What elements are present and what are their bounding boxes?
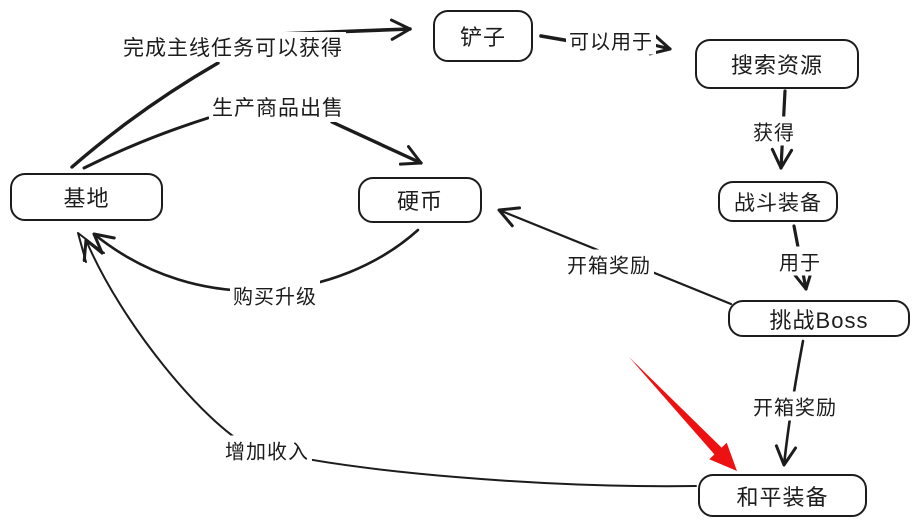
node-combat-gear: 战斗装备 [718, 181, 838, 222]
node-base-label: 基地 [63, 186, 110, 211]
node-shovel-label: 铲子 [459, 25, 506, 50]
node-coin-label: 硬币 [396, 189, 443, 214]
edge-label-obtain: 获得 [750, 116, 798, 146]
edge-base-to-coin-line [82, 116, 210, 170]
node-combat-gear-label: 战斗装备 [734, 191, 822, 215]
node-challenge-boss: 挑战Boss [728, 300, 910, 337]
node-coin: 硬币 [358, 177, 482, 223]
red-arrow [629, 357, 737, 471]
edge-base-to-shovel-line [70, 61, 220, 169]
edge-label-used-for: 用于 [776, 246, 824, 276]
edge-label-chest-reward-coin: 开箱奖励 [564, 249, 654, 279]
node-base: 基地 [10, 173, 163, 221]
edge-base-to-coin-arrow [330, 120, 423, 166]
node-shovel: 铲子 [433, 10, 533, 62]
edge-label-increase-income: 增加收入 [222, 435, 312, 465]
edge-label-can-be-used-for: 可以用于 [566, 25, 656, 55]
edge-label-complete-main-quest: 完成主线任务可以获得 [120, 32, 346, 62]
edge-label-produce-goods: 生产商品出售 [209, 92, 347, 122]
node-peace-gear-label: 和平装备 [736, 484, 829, 510]
edge-label-buy-upgrades: 购买升级 [230, 280, 320, 310]
node-peace-gear: 和平装备 [698, 474, 867, 517]
edge-label-chest-reward-peace: 开箱奖励 [750, 391, 840, 421]
edge-base-arrowhead-whiskers [77, 232, 105, 263]
node-search-resources: 搜索资源 [695, 39, 859, 89]
edge-shovel-to-search-line [539, 34, 572, 43]
node-challenge-boss-label: 挑战Boss [769, 307, 869, 333]
node-search-resources-label: 搜索资源 [730, 53, 823, 78]
